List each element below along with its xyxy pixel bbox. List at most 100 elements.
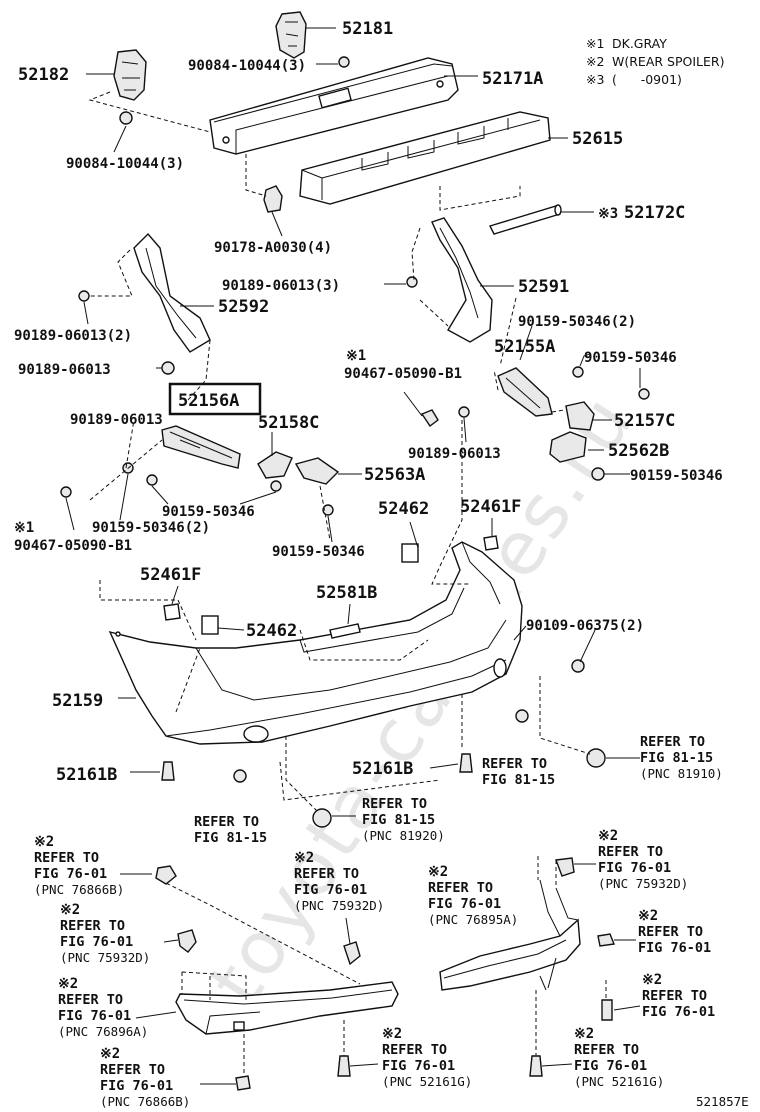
pad-52461F-shape [483,535,499,551]
ref-block-52161G-left[interactable]: REFER TO FIG 76-01 (PNC 52161G) [382,1042,472,1089]
part-52615[interactable]: 52615 [572,129,623,149]
ref-block-76866B-top[interactable]: REFER TO FIG 76-01 (PNC 76866B) [34,850,124,897]
ref-block-81-15-left[interactable]: REFER TO FIG 81-15 [194,814,267,846]
ref-block-75932D-left[interactable]: REFER TO FIG 76-01 (PNC 75932D) [60,918,150,965]
mark-2-f: ※2 [638,908,658,924]
ref-81920-line1: REFER TO [362,796,427,812]
fastener-90189-06013-b[interactable]: 90189-06013 [70,412,163,428]
ref-76-01-right-b-line1: REFER TO [642,988,707,1004]
ref-76866B-bottom-line3: (PNC 76866B) [100,1094,190,1109]
part-52156A[interactable]: 52156A [178,391,239,411]
fastener-90189-06013-2[interactable]: 90189-06013(2) [14,328,132,344]
ref-52161G-left-line2: FIG 76-01 [382,1058,455,1074]
fastener-90467-05090-B1-lower[interactable]: 90467-05090-B1 [14,538,132,554]
reinforcement-52171A-shape [209,57,459,155]
ref-75932D-mid-line1: REFER TO [294,866,359,882]
part-52182[interactable]: 52182 [18,65,69,85]
part-52462[interactable]: 52462 [378,499,429,519]
ref-block-76895A[interactable]: REFER TO FIG 76-01 (PNC 76895A) [428,880,518,927]
part-52155A[interactable]: 52155A [494,337,555,357]
ref-block-75932D-right[interactable]: REFER TO FIG 76-01 (PNC 75932D) [598,844,688,891]
part-52461F[interactable]: 52461F [460,497,521,517]
ref-76895A-line3: (PNC 76895A) [428,912,518,927]
fastener-90189-06013-a[interactable]: 90189-06013 [18,362,111,378]
ref-76896A-line1: REFER TO [58,992,123,1008]
ref-76896A-line3: (PNC 76896A) [58,1024,148,1039]
fastener-90467-05090-B1-upper[interactable]: 90467-05090-B1 [344,366,462,382]
fastener-shapes [60,56,650,828]
fastener-90189-06013-c[interactable]: 90189-06013 [408,446,501,462]
part-52563A[interactable]: 52563A [364,465,425,485]
ref-block-52161G-right[interactable]: REFER TO FIG 76-01 (PNC 52161G) [574,1042,664,1089]
part-52172C[interactable]: 52172C [624,203,685,223]
ref-75932D-left-line2: FIG 76-01 [60,934,133,950]
part-52581B[interactable]: 52581B [316,583,377,603]
part-52462-lower[interactable]: 52462 [246,621,297,641]
ref-block-76866B-bottom[interactable]: REFER TO FIG 76-01 (PNC 76866B) [100,1062,190,1109]
rod-52172C-shape [489,204,562,235]
part-52159[interactable]: 52159 [52,691,103,711]
legend-text-1: DK.GRAY [612,36,667,51]
part-52157C[interactable]: 52157C [614,411,675,431]
mark-2-j: ※2 [382,1026,402,1042]
fastener-90159-50346-right[interactable]: 90159-50346 [630,468,723,484]
part-52181[interactable]: 52181 [342,19,393,39]
part-52592[interactable]: 52592 [218,297,269,317]
mark-2-a: ※2 [34,834,54,850]
mark-1-upper: ※1 [346,348,366,364]
part-52461F-left[interactable]: 52461F [140,565,201,585]
ref-block-76896A[interactable]: REFER TO FIG 76-01 (PNC 76896A) [58,992,148,1039]
ref-81-15-left-line1: REFER TO [194,814,259,830]
ref-76866B-bottom-line1: REFER TO [100,1062,165,1078]
part-52563A-shape [294,457,340,485]
ref-76896A-line2: FIG 76-01 [58,1008,131,1024]
fastener-90159-50346-top[interactable]: 90159-50346 [584,350,677,366]
fastener-90084-10044-left[interactable]: 90084-10044(3) [66,156,184,172]
part-52158C[interactable]: 52158C [258,413,319,433]
part-52591[interactable]: 52591 [518,277,569,297]
part-52157C-shape [565,401,595,431]
bumper-cover-52159-shape [108,541,523,745]
ref-76866B-bottom-line2: FIG 76-01 [100,1078,173,1094]
pad-52462-lower-shape [201,615,219,635]
ref-75932D-right-line2: FIG 76-01 [598,860,671,876]
part-52171A[interactable]: 52171A [482,69,543,89]
pad-52462-shape [401,543,419,563]
part-52161B-right[interactable]: 52161B [352,759,413,779]
ref-52161G-left-line3: (PNC 52161G) [382,1074,472,1089]
fastener-90109-06375[interactable]: 90109-06375(2) [526,618,644,634]
bracket-52181-shape [275,11,307,59]
ref-76-01-right-a-line1: REFER TO [638,924,703,940]
fastener-90178-A0030[interactable]: 90178-A0030(4) [214,240,332,256]
ref-block-76-01-right-a[interactable]: REFER TO FIG 76-01 [638,924,711,956]
part-52562B[interactable]: 52562B [608,441,669,461]
ref-81920-line3: (PNC 81920) [362,828,445,843]
ref-52161G-right-line2: FIG 76-01 [574,1058,647,1074]
ref-76866B-top-line1: REFER TO [34,850,99,866]
fastener-90159-50346-2-mid[interactable]: 90159-50346(2) [92,520,210,536]
fastener-90159-50346-2-top[interactable]: 90159-50346(2) [518,314,636,330]
ref-76-01-right-a-line2: FIG 76-01 [638,940,711,956]
fastener-90189-06013-3[interactable]: 90189-06013(3) [222,278,340,294]
ref-81920-line2: FIG 81-15 [362,812,435,828]
ref-81910-line1: REFER TO [640,734,705,750]
ref-block-81910[interactable]: REFER TO FIG 81-15 (PNC 81910) [640,734,723,781]
part-52161B-left[interactable]: 52161B [56,765,117,785]
ref-75932D-mid-line2: FIG 76-01 [294,882,367,898]
ref-76866B-top-line2: FIG 76-01 [34,866,107,882]
mark-2-d: ※2 [598,828,618,844]
fastener-90084-10044-top[interactable]: 90084-10044(3) [188,58,306,74]
ref-block-81-15-right[interactable]: REFER TO FIG 81-15 [482,756,555,788]
ref-block-81920[interactable]: REFER TO FIG 81-15 (PNC 81920) [362,796,445,843]
ref-block-76-01-right-b[interactable]: REFER TO FIG 76-01 [642,988,715,1020]
spoiler-right-shape [439,856,581,991]
highlight-box-52156A [168,382,262,416]
ref-76-01-right-b-line2: FIG 76-01 [642,1004,715,1020]
fastener-90159-50346-low[interactable]: 90159-50346 [272,544,365,560]
retainer-52156A-shape [161,425,241,469]
spoiler-left-shape [159,879,399,1035]
ref-block-75932D-mid[interactable]: REFER TO FIG 76-01 (PNC 75932D) [294,866,384,913]
ref-76895A-line1: REFER TO [428,880,493,896]
fastener-90159-50346-mid[interactable]: 90159-50346 [162,504,255,520]
legend-text-3: ( -0901) [612,72,682,87]
